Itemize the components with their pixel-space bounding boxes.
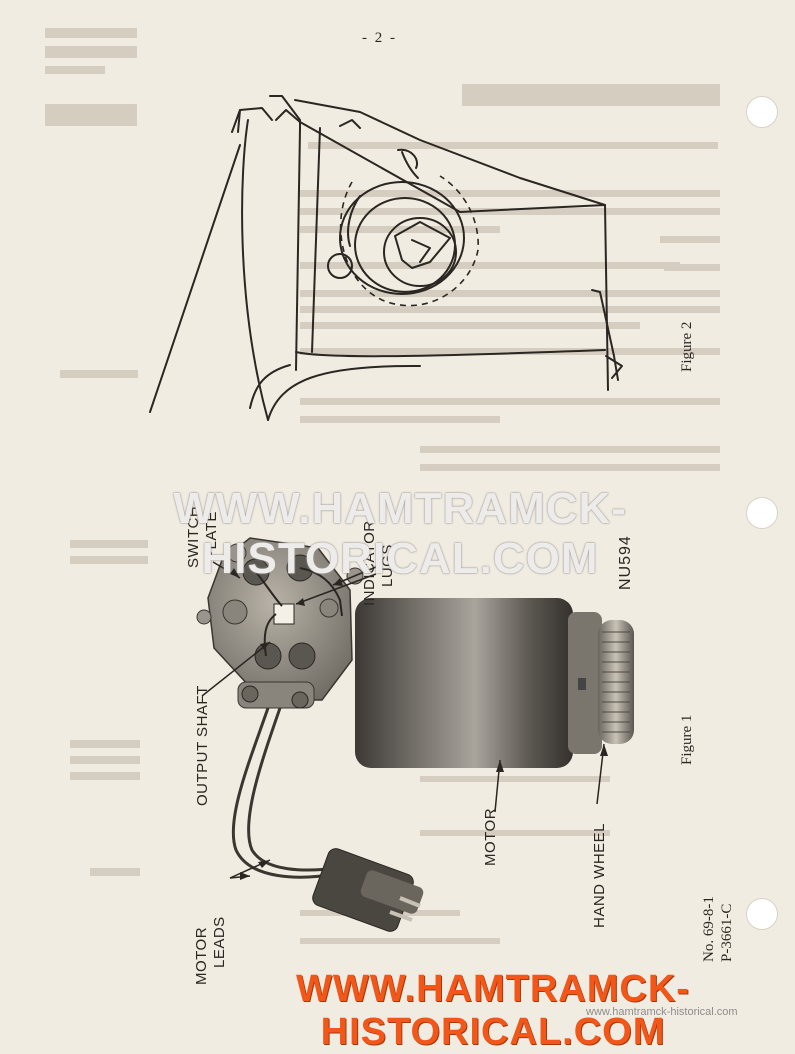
- watermark-small: www.hamtramck-historical.com: [586, 1006, 738, 1018]
- page-number: - 2 -: [362, 30, 397, 46]
- document-page: - 2 - SWITCH PLATE INDICATOR LUGS OUTPUT…: [45, 28, 778, 1053]
- figure2-drawing: [149, 95, 623, 421]
- figure1-caption: Figure 1: [679, 714, 695, 765]
- figure2-caption: Figure 2: [679, 321, 695, 372]
- punch-hole-bottom: [746, 898, 778, 930]
- label-hand-wheel: HAND WHEEL: [591, 822, 608, 928]
- watermark-middle: WWW.HAMTRAMCK-HISTORICAL.COM: [173, 484, 627, 583]
- punch-hole-top: [746, 96, 778, 128]
- figure1-motor-photo: [196, 537, 634, 932]
- punch-hole-middle: [746, 497, 778, 529]
- label-motor-leads-line2: LEADS: [211, 916, 228, 968]
- document-id: P-3661-C: [719, 903, 735, 962]
- label-output-shaft: OUTPUT SHAFT: [194, 685, 211, 806]
- document-number: No. 69-8-1: [701, 896, 717, 962]
- label-motor: MOTOR: [482, 807, 499, 866]
